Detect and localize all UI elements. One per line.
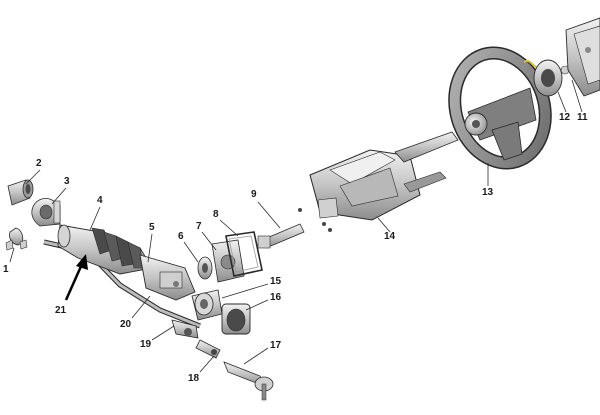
part-16-bearing	[221, 303, 251, 335]
callout-8: 8	[213, 209, 219, 220]
part-8-gasket	[225, 231, 263, 277]
leader-lines	[9, 79, 583, 373]
part-4-rack-housing	[57, 224, 153, 275]
part-13-steering-wheel	[448, 46, 552, 170]
part-15-boot	[191, 289, 223, 321]
callout-18: 18	[188, 373, 200, 384]
part-3-clamp	[31, 198, 61, 227]
part-17-tie-rod-end	[223, 361, 274, 401]
callout-5: 5	[149, 222, 155, 233]
callout-15: 15	[270, 276, 282, 287]
callout-3: 3	[64, 176, 70, 187]
callout-11: 11	[577, 112, 588, 123]
callout-2: 2	[36, 158, 42, 169]
callout-1: 1	[3, 264, 9, 275]
part-11-airbag-cover	[565, 17, 600, 97]
callout-9: 9	[251, 189, 257, 200]
callout-20: 20	[120, 319, 132, 330]
callout-12: 12	[559, 112, 571, 123]
part-14-steering-column	[309, 131, 459, 221]
callout-17: 17	[270, 340, 282, 351]
part-9-intermediate-shaft	[257, 208, 332, 249]
callout-4: 4	[97, 195, 103, 206]
part-6-seal	[197, 256, 213, 280]
part-19-rod-end	[171, 319, 199, 339]
part-5-gear-housing	[139, 254, 196, 301]
part-18-adjuster	[195, 339, 221, 359]
part-2-bushing	[7, 179, 34, 206]
callout-7: 7	[196, 221, 202, 232]
callout-6: 6	[178, 231, 184, 242]
callout-21: 21	[55, 305, 67, 316]
callout-13: 13	[482, 187, 494, 198]
callout-16: 16	[270, 292, 282, 303]
callout-19: 19	[140, 339, 152, 350]
callout-14: 14	[384, 231, 396, 242]
arrow-21	[64, 254, 88, 301]
part-12-clock-spring	[523, 59, 570, 97]
part-1-mounting-bracket	[5, 227, 28, 251]
